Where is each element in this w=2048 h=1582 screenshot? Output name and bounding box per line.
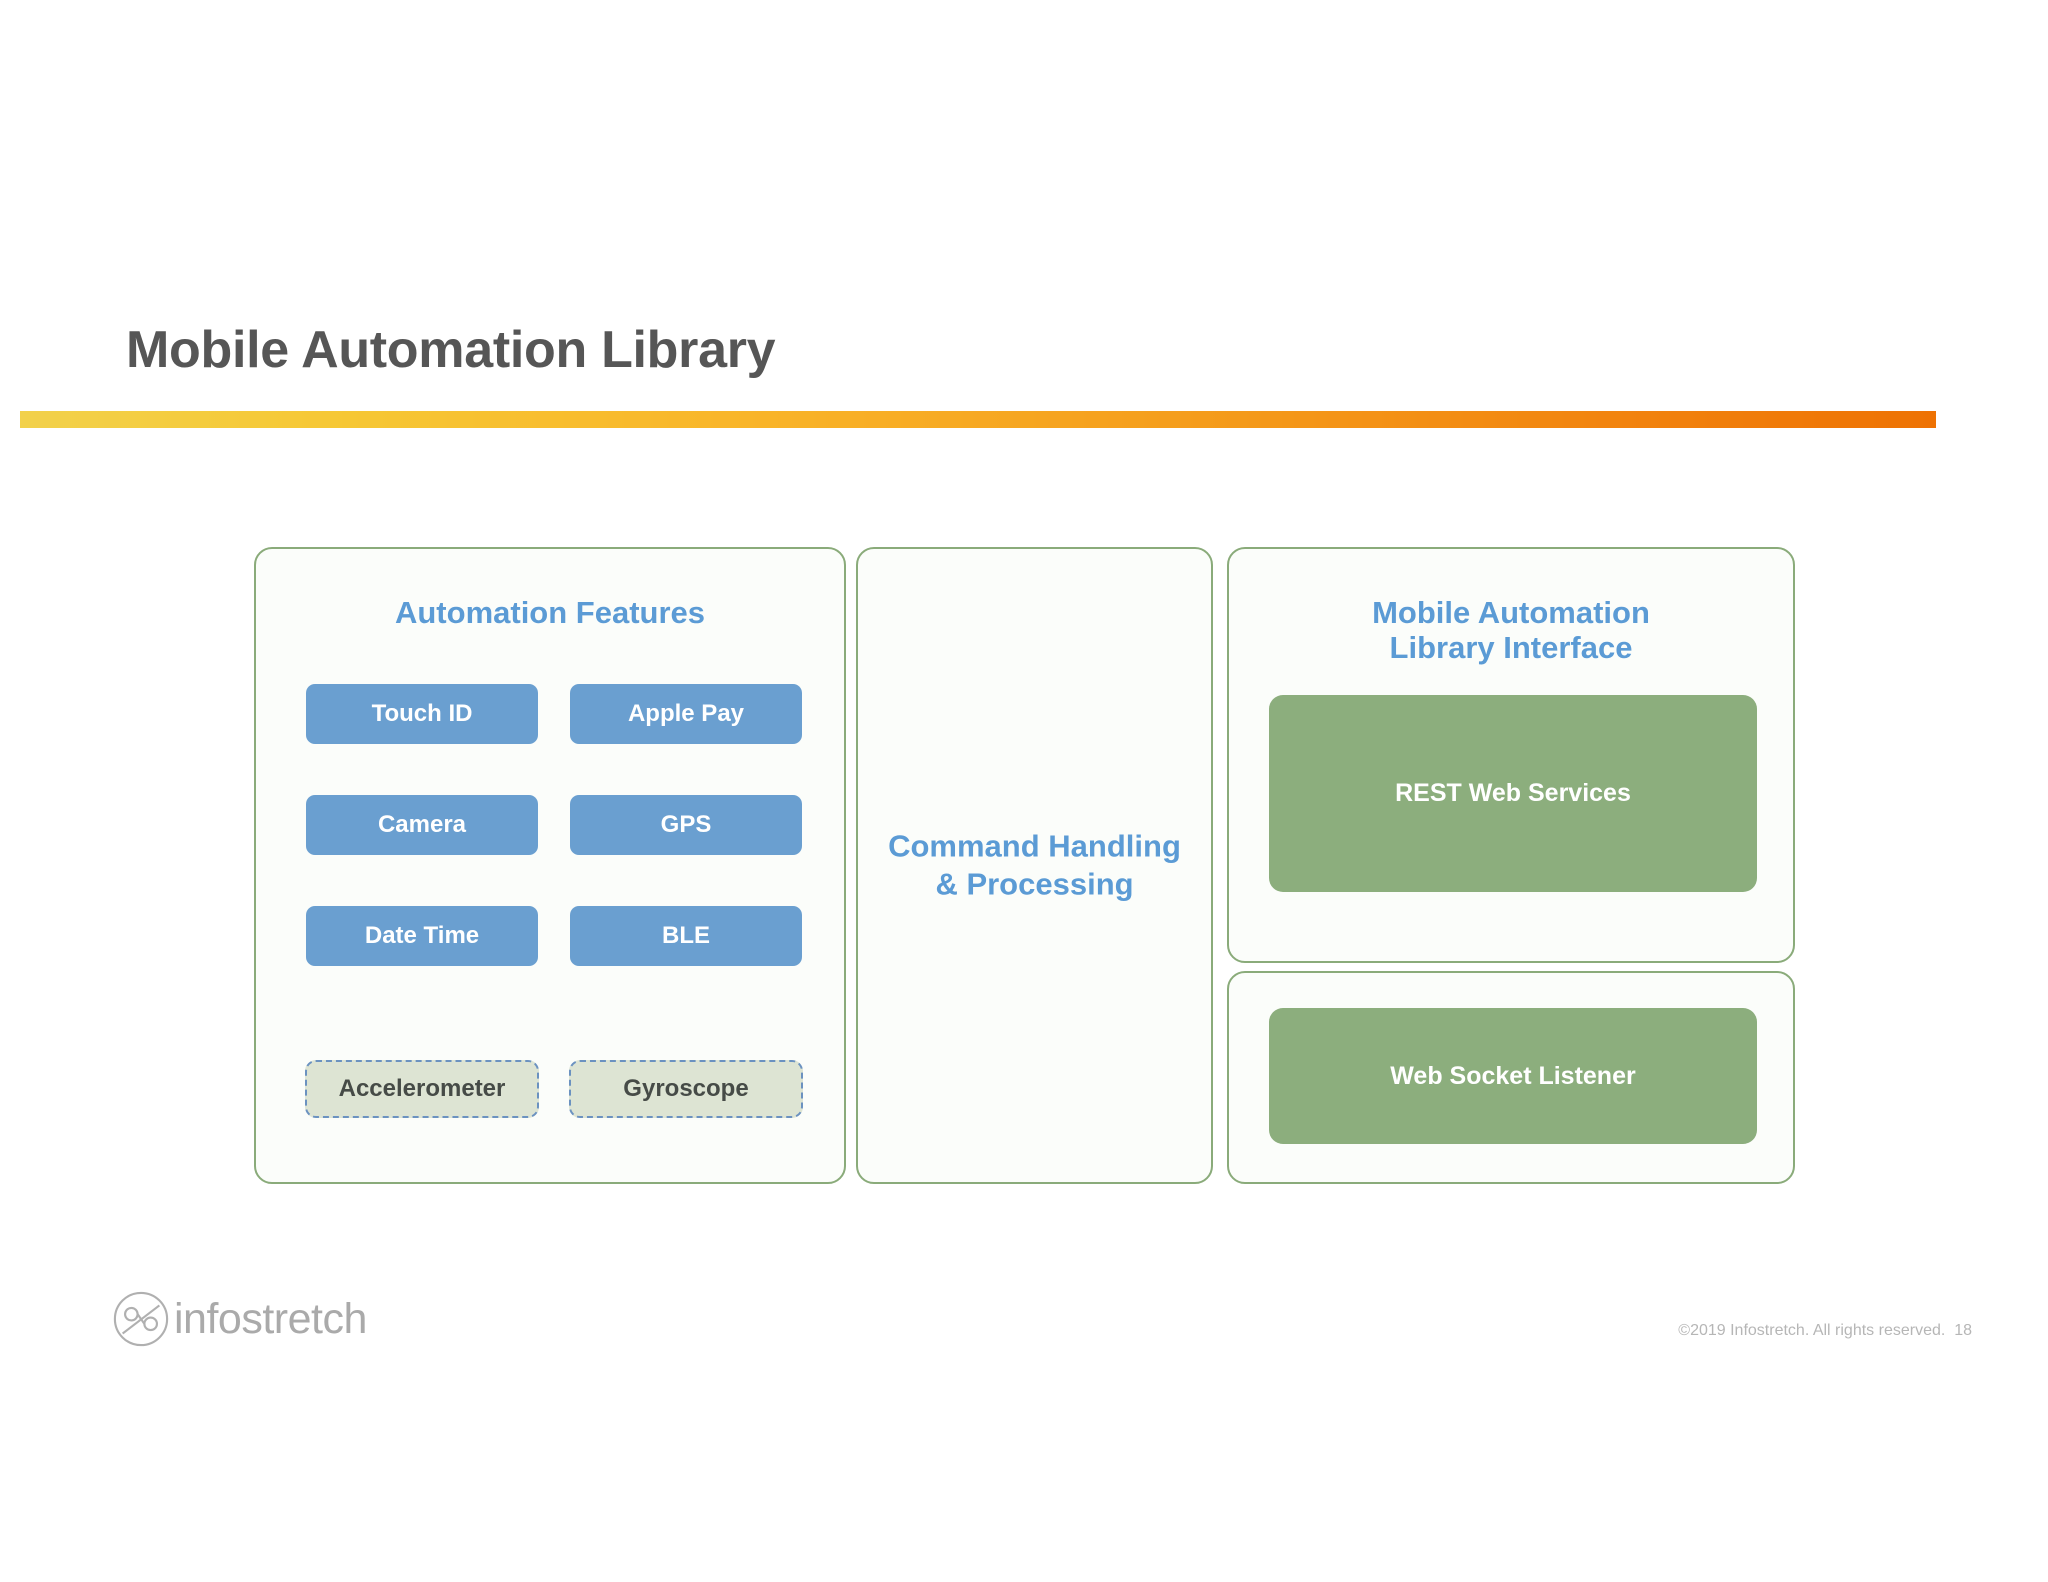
- title-gradient-rule: [20, 411, 1936, 428]
- sensor-box-gyroscope[interactable]: Gyroscope: [569, 1060, 803, 1118]
- feature-button-touch-id[interactable]: Touch ID: [306, 684, 538, 744]
- panel-web-socket: Web Socket Listener: [1227, 971, 1795, 1184]
- page-title: Mobile Automation Library: [126, 321, 776, 379]
- command-handling-label: Command Handling & Processing: [858, 827, 1211, 905]
- infostretch-logo-icon: [113, 1291, 169, 1347]
- panel-automation-features: Automation Features Touch ID Apple Pay C…: [254, 547, 846, 1184]
- library-interface-heading-line-2: Library Interface: [1389, 629, 1633, 665]
- panel-command-handling: Command Handling & Processing: [856, 547, 1213, 1184]
- service-box-web-socket-listener[interactable]: Web Socket Listener: [1269, 1008, 1757, 1144]
- automation-features-heading: Automation Features: [394, 595, 706, 630]
- command-handling-line-1: Command Handling: [888, 827, 1181, 863]
- sensor-box-accelerometer[interactable]: Accelerometer: [305, 1060, 539, 1118]
- command-handling-line-2: & Processing: [935, 866, 1134, 902]
- library-interface-heading-line-1: Mobile Automation: [1372, 595, 1650, 630]
- feature-button-apple-pay[interactable]: Apple Pay: [570, 684, 802, 744]
- feature-button-gps[interactable]: GPS: [570, 795, 802, 855]
- panel-library-interface: Mobile Automation Library Interface REST…: [1227, 547, 1795, 963]
- feature-button-date-time[interactable]: Date Time: [306, 906, 538, 966]
- feature-button-camera[interactable]: Camera: [306, 795, 538, 855]
- library-interface-heading: Mobile Automation Library Interface: [1229, 595, 1793, 665]
- infostretch-wordmark: infostretch: [174, 1294, 367, 1343]
- service-box-rest-web-services[interactable]: REST Web Services: [1269, 695, 1757, 892]
- footer-copyright: ©2019 Infostretch. All rights reserved. …: [1678, 1322, 1972, 1339]
- footer-logo: infostretch: [112, 1290, 367, 1348]
- feature-button-ble[interactable]: BLE: [570, 906, 802, 966]
